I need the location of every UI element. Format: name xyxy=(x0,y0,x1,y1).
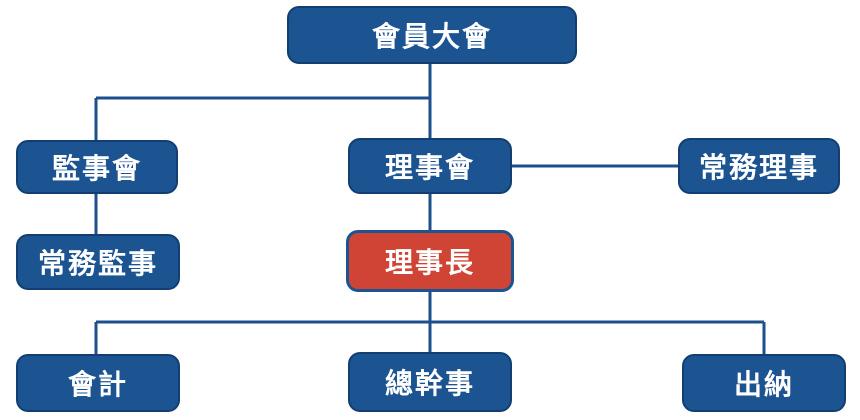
node-chairman: 理事長 xyxy=(346,230,514,292)
node-standing-supervisor: 常務監事 xyxy=(16,234,180,290)
node-supervisors: 監事會 xyxy=(16,140,178,194)
node-accountant: 會計 xyxy=(16,354,180,412)
node-cashier: 出納 xyxy=(682,354,846,412)
node-standing-director: 常務理事 xyxy=(678,138,840,194)
node-secretary-general: 總幹事 xyxy=(348,352,512,412)
node-board: 理事會 xyxy=(348,138,512,194)
node-assembly: 會員大會 xyxy=(287,6,577,64)
